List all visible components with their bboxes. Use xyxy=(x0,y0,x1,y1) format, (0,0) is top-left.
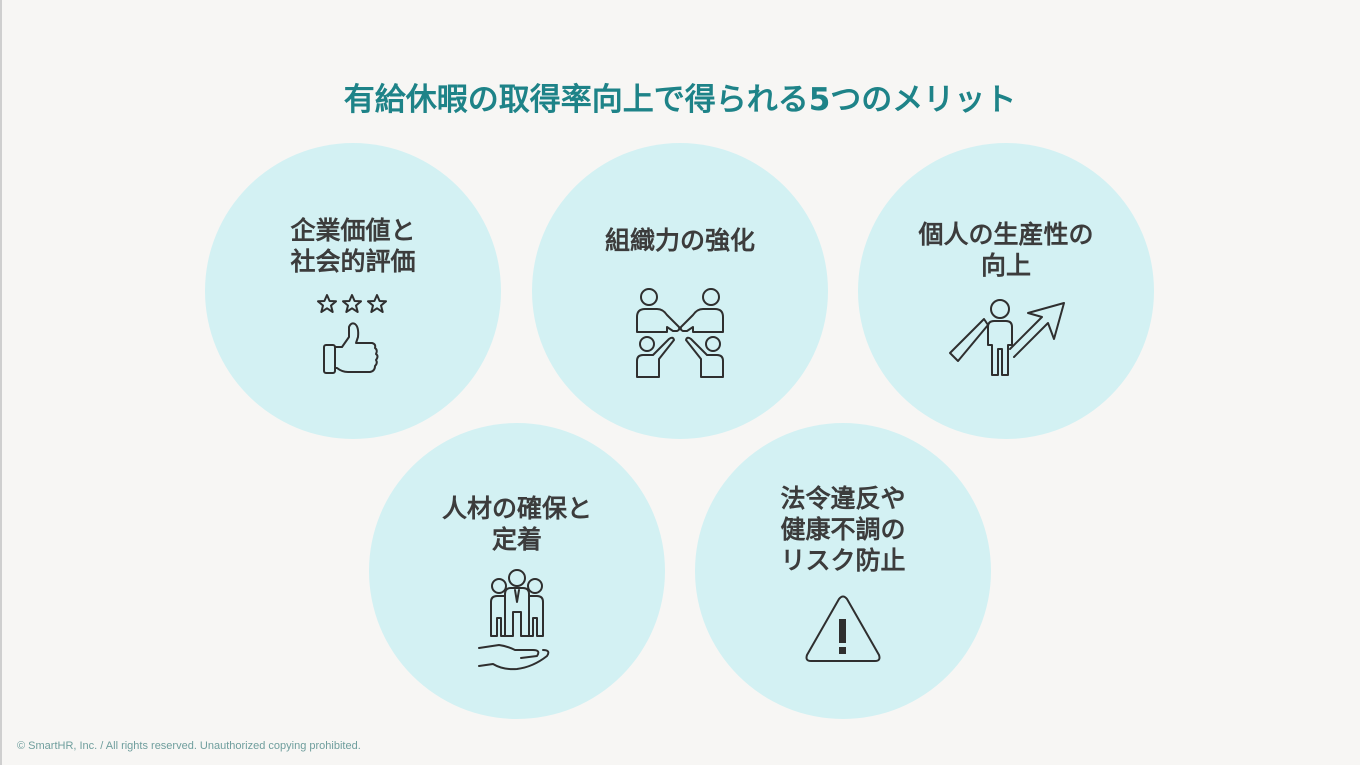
thumbs-up-with-stars-icon xyxy=(315,293,391,383)
merit-label: 法令違反や 健康不調の リスク防止 xyxy=(780,484,906,575)
merit-circle-individual-productivity: 個人の生産性の 向上 xyxy=(858,143,1154,439)
people-on-hand-icon xyxy=(477,566,557,676)
slide-title: 有給休暇の取得率向上で得られる5つのメリット xyxy=(343,82,1017,118)
merit-label: 企業価値と 社会的評価 xyxy=(290,216,416,276)
merit-circle-corporate-value: 企業価値と 社会的評価 xyxy=(205,143,501,439)
team-collaboration-icon xyxy=(635,287,725,379)
person-growth-arrow-icon xyxy=(948,297,1068,379)
merit-circle-organizational-strength: 組織力の強化 xyxy=(532,143,828,439)
merit-circle-talent-retention: 人材の確保と 定着 xyxy=(369,423,665,719)
warning-triangle-icon xyxy=(805,595,881,663)
copyright-footer: © SmartHR, Inc. / All rights reserved. U… xyxy=(17,740,361,752)
merit-label: 個人の生産性の 向上 xyxy=(918,220,1094,280)
merit-circle-risk-prevention: 法令違反や 健康不調の リスク防止 xyxy=(695,423,991,719)
merit-label: 人材の確保と 定着 xyxy=(441,494,592,554)
merit-label: 組織力の強化 xyxy=(604,226,755,255)
slide-frame-edge xyxy=(0,0,2,765)
